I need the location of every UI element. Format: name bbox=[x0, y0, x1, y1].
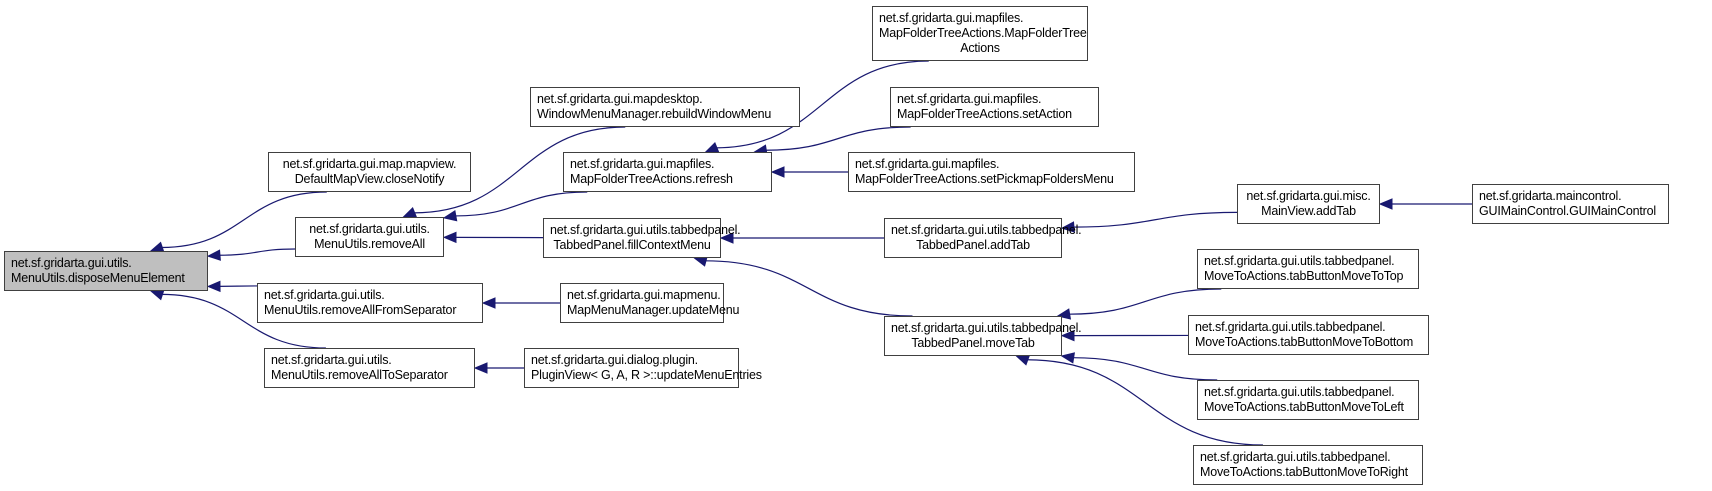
edge-toRight-to-moveTab bbox=[1026, 359, 1263, 446]
node-tab-button-move-to-bottom[interactable]: net.sf.gridarta.gui.utils.tabbedpanel. M… bbox=[1188, 315, 1429, 355]
arrowhead-icon bbox=[704, 141, 720, 153]
node-update-menu-entries[interactable]: net.sf.gridarta.gui.dialog.plugin. Plugi… bbox=[524, 348, 762, 388]
node-move-tab[interactable]: net.sf.gridarta.gui.utils.tabbedpanel. T… bbox=[884, 316, 1082, 356]
node-label-line: net.sf.gridarta.gui.utils.tabbedpanel. bbox=[1200, 450, 1391, 464]
node-label-line: net.sf.gridarta.gui.utils. bbox=[11, 256, 132, 270]
arrowhead-icon bbox=[402, 206, 418, 218]
arrowhead-icon bbox=[442, 231, 457, 244]
node-label-line: MapFolderTreeActions.refresh bbox=[570, 172, 733, 186]
node-label-line: DefaultMapView.closeNotify bbox=[294, 172, 445, 186]
node-label-line: net.sf.gridarta.gui.mapfiles. bbox=[879, 11, 1024, 25]
node-remove-all-to-separator[interactable]: net.sf.gridarta.gui.utils. MenuUtils.rem… bbox=[264, 348, 475, 388]
arrowhead-icon bbox=[770, 166, 785, 178]
node-label-line: net.sf.gridarta.gui.utils. bbox=[264, 288, 385, 302]
node-label-line: MenuUtils.removeAll bbox=[314, 237, 425, 251]
node-label-line: net.sf.gridarta.gui.utils.tabbedpanel. bbox=[891, 321, 1082, 335]
edge-closeNotify-to-dispose bbox=[161, 191, 327, 249]
node-label-line: net.sf.gridarta.gui.utils.tabbedpanel. bbox=[1204, 385, 1395, 399]
node-label-line: MoveToActions.tabButtonMoveToBottom bbox=[1195, 335, 1414, 349]
node-label-line: Actions bbox=[960, 41, 1000, 55]
edge-removeAll-to-dispose bbox=[218, 248, 296, 256]
node-label-line: TabbedPanel.moveTab bbox=[911, 336, 1035, 350]
node-tab-button-move-to-left[interactable]: net.sf.gridarta.gui.utils.tabbedpanel. M… bbox=[1197, 380, 1419, 420]
arrowhead-icon bbox=[206, 249, 221, 261]
edge-toTop-to-moveTab bbox=[1068, 288, 1222, 315]
arrowhead-icon bbox=[206, 280, 221, 293]
node-label-line: net.sf.gridarta.gui.utils.tabbedpanel. bbox=[550, 223, 741, 237]
arrowhead-icon bbox=[149, 289, 165, 301]
node-close-notify[interactable]: net.sf.gridarta.gui.map.mapview. Default… bbox=[268, 152, 471, 192]
node-label-line: PluginView< G, A, R >::updateMenuEntries bbox=[531, 368, 762, 382]
arrowhead-icon bbox=[1060, 352, 1075, 364]
node-refresh[interactable]: net.sf.gridarta.gui.mapfiles. MapFolderT… bbox=[563, 152, 772, 192]
node-label-line: net.sf.gridarta.gui.mapfiles. bbox=[897, 92, 1042, 106]
edge-toLeft-to-moveTab bbox=[1072, 357, 1218, 381]
node-label-line: MoveToActions.tabButtonMoveToTop bbox=[1204, 269, 1404, 283]
edge-mftaCtor-to-refresh bbox=[715, 60, 929, 149]
arrowhead-icon bbox=[473, 362, 488, 374]
node-label-line: MapFolderTreeActions.setAction bbox=[897, 107, 1072, 121]
node-update-menu[interactable]: net.sf.gridarta.gui.mapmenu. MapMenuMana… bbox=[560, 283, 740, 323]
node-label-line: TabbedPanel.addTab bbox=[916, 238, 1030, 252]
node-label-line: net.sf.gridarta.gui.mapfiles. bbox=[855, 157, 1000, 171]
edge-setAction-to-refresh bbox=[765, 126, 911, 151]
node-remove-all-from-separator[interactable]: net.sf.gridarta.gui.utils. MenuUtils.rem… bbox=[257, 283, 483, 323]
edge-moveTab-to-fillContextMenu bbox=[704, 260, 913, 317]
arrowhead-icon bbox=[442, 210, 458, 222]
edge-removeAllToSep-to-dispose bbox=[161, 293, 326, 349]
node-label-line: MapFolderTreeActions.MapFolderTree bbox=[879, 26, 1087, 40]
node-label-line: net.sf.gridarta.maincontrol. bbox=[1479, 189, 1622, 203]
node-label-line: MenuUtils.removeAllFromSeparator bbox=[264, 303, 457, 317]
node-label-line: MapMenuManager.updateMenu bbox=[567, 303, 740, 317]
node-dispose-menu-element[interactable]: net.sf.gridarta.gui.utils. MenuUtils.dis… bbox=[4, 251, 208, 291]
node-label-line: net.sf.gridarta.gui.mapmenu. bbox=[567, 288, 721, 302]
arrowhead-icon bbox=[1015, 354, 1031, 366]
node-label-line: net.sf.gridarta.gui.utils. bbox=[309, 222, 430, 236]
node-tab-button-move-to-top[interactable]: net.sf.gridarta.gui.utils.tabbedpanel. M… bbox=[1197, 249, 1419, 289]
node-label-line: net.sf.gridarta.gui.utils.tabbedpanel. bbox=[1195, 320, 1386, 334]
node-label-line: net.sf.gridarta.gui.utils. bbox=[271, 353, 392, 367]
edge-mvAddTab-to-tpAddTab bbox=[1072, 211, 1238, 228]
arrowhead-icon bbox=[481, 297, 496, 309]
node-fill-context-menu[interactable]: net.sf.gridarta.gui.utils.tabbedpanel. T… bbox=[543, 218, 741, 258]
node-label-line: net.sf.gridarta.gui.misc. bbox=[1246, 189, 1371, 203]
node-set-pickmap-folders-menu[interactable]: net.sf.gridarta.gui.mapfiles. MapFolderT… bbox=[848, 152, 1135, 192]
node-gui-main-control[interactable]: net.sf.gridarta.maincontrol. GUIMainCont… bbox=[1472, 184, 1669, 224]
node-tabbed-panel-add-tab[interactable]: net.sf.gridarta.gui.utils.tabbedpanel. T… bbox=[884, 218, 1082, 258]
node-label-line: MainView.addTab bbox=[1261, 204, 1356, 218]
node-label-line: MoveToActions.tabButtonMoveToLeft bbox=[1204, 400, 1404, 414]
edge-refresh-to-removeAll bbox=[454, 191, 588, 217]
node-label-line: TabbedPanel.fillContextMenu bbox=[553, 238, 711, 252]
arrowhead-icon bbox=[1060, 329, 1075, 342]
arrowhead-icon bbox=[1378, 198, 1393, 210]
arrowhead-icon bbox=[1060, 221, 1075, 233]
node-label-line: net.sf.gridarta.gui.utils.tabbedpanel. bbox=[1204, 254, 1395, 268]
node-label-line: net.sf.gridarta.gui.map.mapview. bbox=[282, 157, 457, 171]
node-map-folder-tree-actions-constructor[interactable]: net.sf.gridarta.gui.mapfiles. MapFolderT… bbox=[872, 6, 1088, 61]
node-rebuild-window-menu[interactable]: net.sf.gridarta.gui.mapdesktop. WindowMe… bbox=[530, 87, 800, 127]
node-remove-all[interactable]: net.sf.gridarta.gui.utils. MenuUtils.rem… bbox=[295, 217, 444, 257]
node-label-line: MenuUtils.disposeMenuElement bbox=[11, 271, 185, 285]
node-label-line: MenuUtils.removeAllToSeparator bbox=[271, 368, 448, 382]
node-label-line: MapFolderTreeActions.setPickmapFoldersMe… bbox=[855, 172, 1114, 186]
node-label-line: net.sf.gridarta.gui.dialog.plugin. bbox=[531, 353, 698, 367]
arrowhead-icon bbox=[719, 232, 734, 244]
node-label-line: GUIMainControl.GUIMainControl bbox=[1479, 204, 1656, 218]
node-label-line: MoveToActions.tabButtonMoveToRight bbox=[1200, 465, 1408, 479]
node-label-line: net.sf.gridarta.gui.mapfiles. bbox=[570, 157, 715, 171]
node-main-view-add-tab[interactable]: net.sf.gridarta.gui.misc. MainView.addTa… bbox=[1237, 184, 1380, 224]
node-tab-button-move-to-right[interactable]: net.sf.gridarta.gui.utils.tabbedpanel. M… bbox=[1193, 445, 1423, 485]
node-label-line: WindowMenuManager.rebuildWindowMenu bbox=[537, 107, 772, 121]
node-label-line: net.sf.gridarta.gui.mapdesktop. bbox=[537, 92, 703, 106]
edge-rebuildWindowMenu-to-removeAll bbox=[413, 126, 626, 214]
node-set-action[interactable]: net.sf.gridarta.gui.mapfiles. MapFolderT… bbox=[890, 87, 1099, 127]
node-label-line: net.sf.gridarta.gui.utils.tabbedpanel. bbox=[891, 223, 1082, 237]
